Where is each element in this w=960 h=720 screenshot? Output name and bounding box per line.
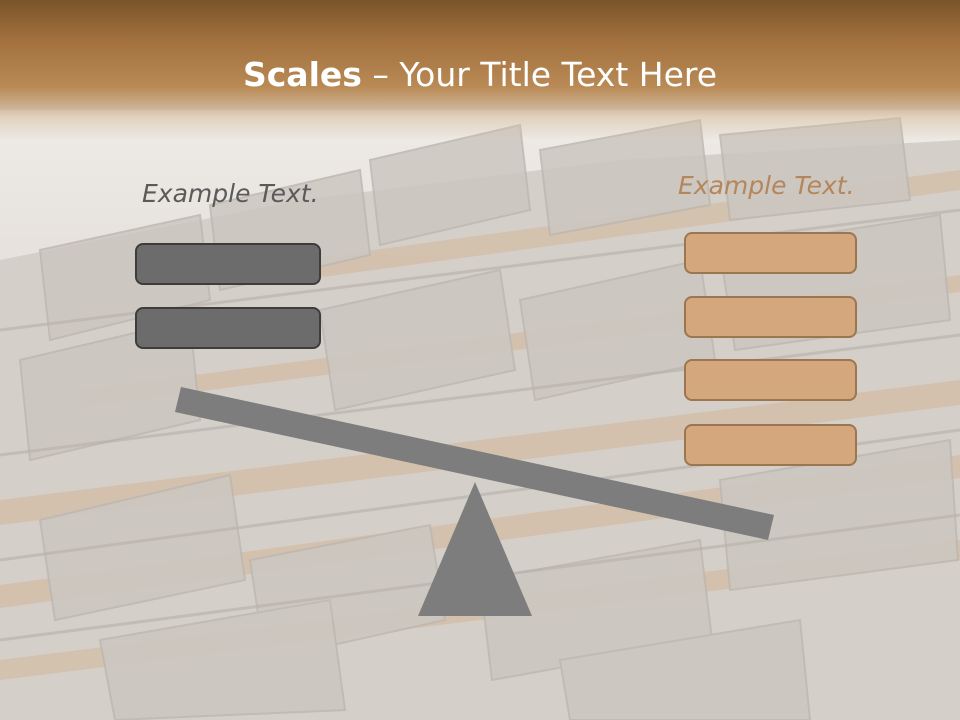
seesaw-beam: [175, 387, 774, 540]
left-box-1: [135, 243, 321, 285]
right-box-3: [684, 359, 857, 401]
left-box-2: [135, 307, 321, 349]
title-rest: – Your Title Text Here: [361, 55, 718, 94]
right-box-2: [684, 296, 857, 338]
left-caption: Example Text.: [142, 179, 319, 208]
right-box-4: [684, 424, 857, 466]
right-caption: Example Text.: [678, 171, 855, 200]
slide-title: Scales – Your Title Text Here: [0, 52, 960, 98]
right-box-1: [684, 232, 857, 274]
seesaw-fulcrum: [418, 482, 532, 616]
header-band: [0, 0, 960, 140]
title-bold: Scales: [242, 55, 362, 94]
